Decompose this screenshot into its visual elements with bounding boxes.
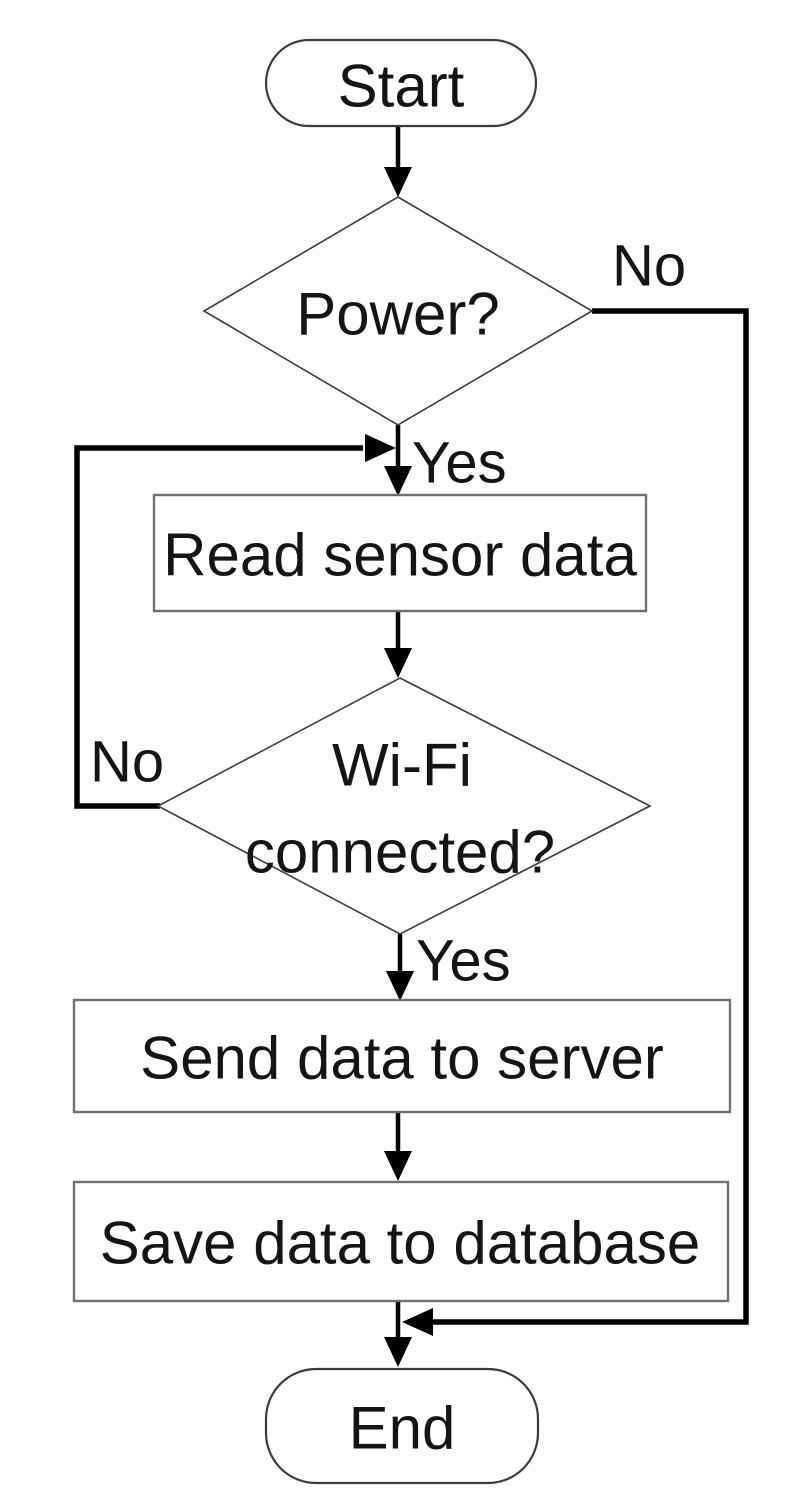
power-yes-edge-label: Yes (412, 431, 507, 496)
wifi-yes-edge-label: Yes (416, 929, 511, 994)
arrowhead-send-save (384, 1151, 412, 1181)
wifi-no-edge-label: No (90, 730, 164, 795)
read-sensor-node (152, 493, 648, 613)
power-decision-node (202, 196, 594, 426)
arrowhead-wifi-yes (386, 971, 414, 1001)
arrowhead-power-yes (384, 466, 412, 496)
wifi-decision-node (156, 677, 652, 935)
arrowhead-read-wifi (384, 648, 412, 678)
wifi-label-line1: Wi-Fi (332, 732, 472, 799)
read-sensor-label: Read sensor data (163, 522, 637, 589)
start-node (264, 38, 538, 128)
arrowhead-power-no (402, 1308, 433, 1336)
edge-wifi-no (74, 445, 363, 809)
arrowhead-wifi-no (365, 434, 396, 462)
edge-power-no (414, 308, 749, 1325)
end-label: End (349, 1395, 456, 1462)
power-label: Power? (296, 281, 499, 348)
wifi-label-line2: connected? (245, 819, 555, 886)
arrowhead-start-power (384, 167, 412, 197)
end-node (264, 1367, 540, 1485)
arrowhead-save-end (384, 1337, 412, 1367)
start-label: Start (338, 53, 465, 120)
power-no-edge-label: No (612, 234, 686, 299)
save-db-node (72, 1180, 730, 1303)
send-server-node (72, 998, 732, 1114)
send-server-label: Send data to server (140, 1025, 664, 1092)
save-db-label: Save data to database (100, 1210, 700, 1277)
